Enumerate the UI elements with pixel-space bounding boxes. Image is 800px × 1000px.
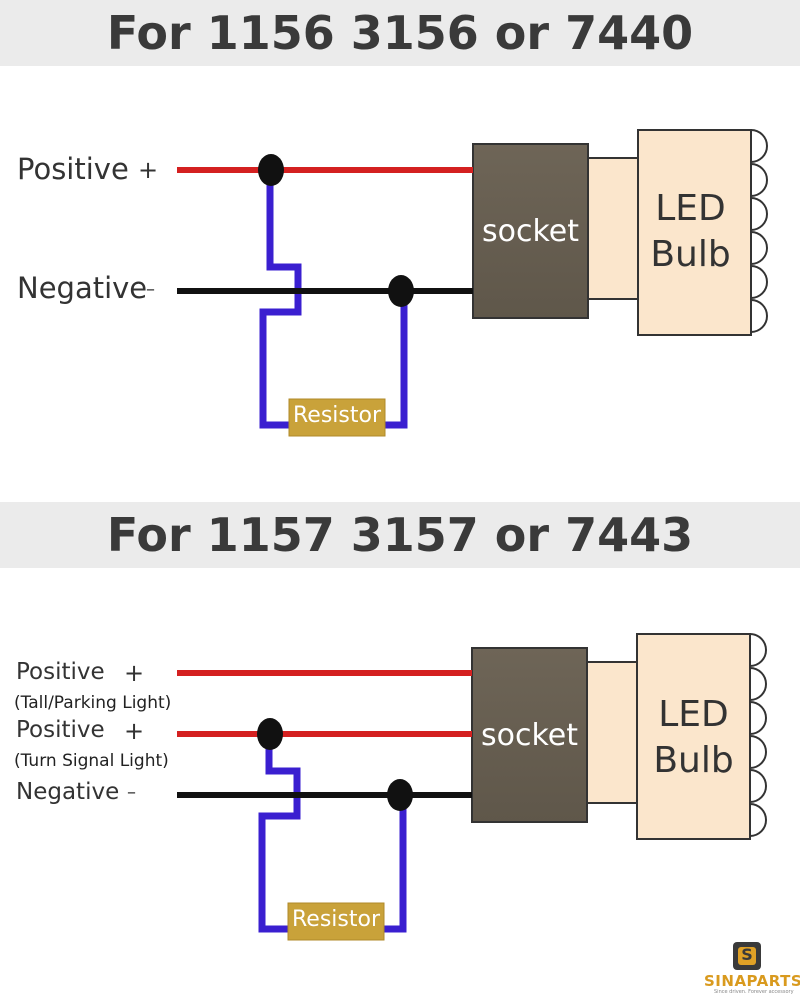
brand-logo-icon bbox=[733, 942, 761, 970]
socket-neck-1 bbox=[587, 157, 639, 300]
led-label-1: LED Bulb bbox=[638, 186, 743, 278]
led-label-1-line1: LED bbox=[655, 188, 726, 229]
led-label-2-line2: Bulb bbox=[653, 740, 734, 781]
led-bulb-2 bbox=[636, 633, 751, 840]
positive-tail-label-2: Positive bbox=[16, 659, 105, 685]
led-bulb-1 bbox=[637, 129, 752, 336]
socket-label-1: socket bbox=[481, 214, 579, 249]
positive-tail-sign-2: + bbox=[124, 659, 145, 687]
junction-dot-positive-1 bbox=[258, 154, 284, 186]
socket-label-2: socket bbox=[480, 718, 578, 753]
resistor-wire-1 bbox=[259, 170, 408, 429]
resistor-label-2: Resistor bbox=[292, 907, 380, 932]
resistor-2 bbox=[287, 902, 385, 941]
negative-label-2: Negative bbox=[16, 779, 120, 805]
negative-label-1: Negative bbox=[17, 271, 148, 305]
diagram-1 bbox=[177, 129, 768, 437]
junction-dot-negative-1 bbox=[388, 275, 414, 307]
junction-dot-negative-2 bbox=[387, 779, 413, 811]
resistor-label-1: Resistor bbox=[293, 403, 381, 428]
led-label-1-line2: Bulb bbox=[650, 234, 731, 275]
positive-turn-label-2: Positive bbox=[16, 717, 105, 743]
positive-sign-1: + bbox=[138, 156, 159, 184]
socket-2 bbox=[471, 647, 588, 823]
led-label-2-line1: LED bbox=[658, 694, 729, 735]
positive-tail-sub-2: (Tall/Parking Light) bbox=[14, 693, 172, 713]
led-label-2: LED Bulb bbox=[637, 692, 750, 784]
title-band-2: For 1157 3157 or 7443 bbox=[0, 502, 800, 568]
junction-dot-positive-2 bbox=[257, 718, 283, 750]
negative-sign-2: – bbox=[127, 782, 136, 803]
positive-turn-sign-2: + bbox=[124, 717, 145, 745]
diagram-2 bbox=[177, 633, 767, 941]
brand-logo-glyph: S bbox=[741, 945, 753, 964]
resistor-1 bbox=[288, 398, 386, 437]
socket-1 bbox=[472, 143, 589, 319]
positive-turn-sub-2: (Turn Signal Light) bbox=[14, 751, 169, 771]
resistor-wire-2 bbox=[258, 734, 407, 933]
positive-label-1: Positive bbox=[17, 152, 129, 186]
diagram-2-title: For 1157 3157 or 7443 bbox=[106, 508, 694, 562]
socket-neck-2 bbox=[586, 661, 638, 804]
brand-name: SINAPARTS bbox=[704, 972, 800, 990]
negative-sign-1: – bbox=[146, 279, 155, 300]
diagram-1-title: For 1156 3156 or 7440 bbox=[106, 6, 694, 60]
brand-tagline: Since driven. Forever accessory bbox=[714, 989, 794, 995]
title-band-1: For 1156 3156 or 7440 bbox=[0, 0, 800, 66]
